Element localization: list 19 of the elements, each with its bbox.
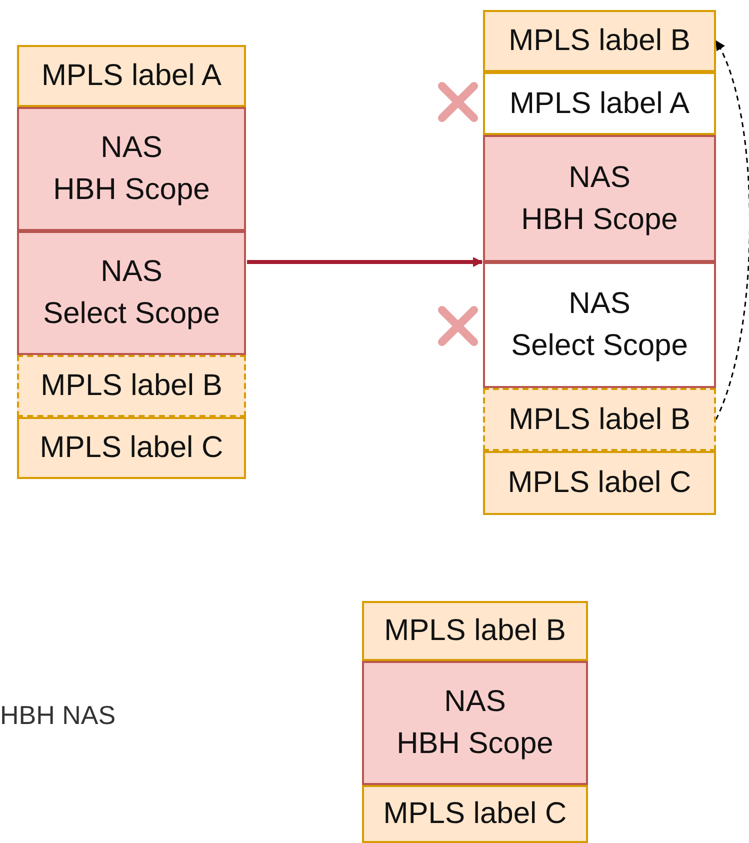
stack-cell: NAS HBH Scope [362, 661, 588, 785]
stack-cell: MPLS label B [483, 10, 716, 72]
stack-cell: MPLS label A [483, 72, 716, 135]
stack-cell: NAS HBH Scope [483, 135, 716, 262]
stack-cell: MPLS label C [17, 417, 246, 479]
stack-cell: MPLS label C [483, 451, 716, 515]
label-stack [483, 10, 716, 515]
stack-cell: NAS Select Scope [17, 231, 246, 355]
stack-cell: NAS HBH Scope [17, 107, 246, 231]
stack-cell: MPLS label B [483, 388, 716, 451]
stack-cell: MPLS label A [17, 45, 246, 107]
stack-cell: MPLS label C [362, 785, 588, 843]
arrow [247, 257, 483, 267]
stack-cell: MPLS label B [17, 355, 246, 417]
stack-cell: MPLS label B [362, 601, 588, 661]
label-stack [17, 45, 246, 479]
stack-cell: NAS Select Scope [483, 262, 716, 388]
arrow [715, 40, 749, 420]
side-label: HBH NAS [0, 700, 116, 731]
